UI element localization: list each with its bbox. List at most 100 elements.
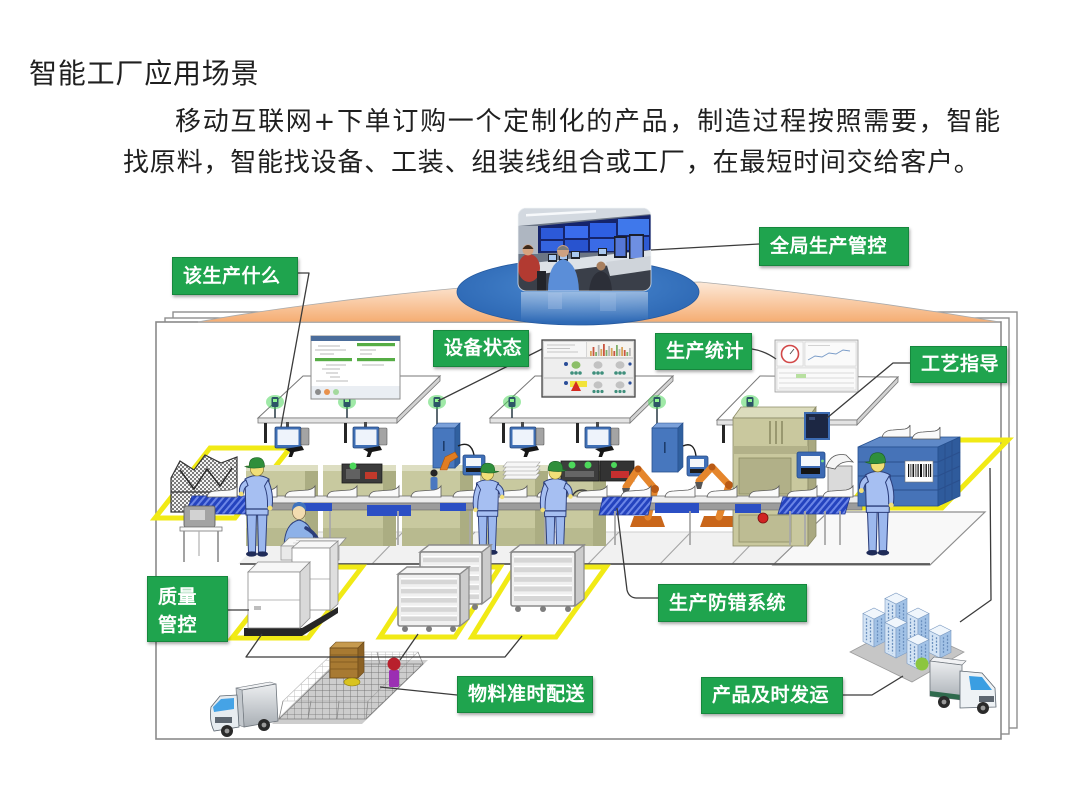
connector-material-delivery — [379, 686, 458, 696]
barcode-bar — [928, 464, 929, 477]
truck-windshield — [213, 698, 234, 712]
dashboard-screen-equipment-status — [541, 339, 636, 398]
indicator-dot — [622, 389, 626, 394]
callout-equipment-status: 设备状态 — [433, 330, 529, 367]
material-storage-area — [272, 641, 428, 724]
status-chart-bar — [608, 346, 610, 356]
tray-carrier — [367, 505, 411, 516]
building-roof — [884, 592, 908, 605]
hanging-rod — [344, 423, 347, 443]
machine-indicators — [592, 389, 626, 394]
status-chart-bar — [595, 352, 597, 356]
cabinet-handle — [443, 441, 445, 451]
robot-gripper — [695, 482, 703, 489]
shoe-tray — [284, 484, 316, 498]
building-right-face — [873, 613, 886, 648]
connector-process-guidance — [826, 362, 910, 419]
control-room-photo — [518, 208, 651, 291]
control-box-screen — [690, 459, 704, 467]
overhead-sensor-5 — [648, 395, 666, 424]
control-box-2 — [686, 455, 709, 477]
box-side — [329, 540, 339, 612]
tray-carrier — [655, 503, 699, 513]
hanging-monitor-4 — [584, 422, 620, 457]
barcode-bar — [912, 464, 915, 477]
robot-joint — [725, 481, 733, 489]
machine-roof — [732, 406, 817, 419]
sensor-light — [345, 399, 349, 402]
operator-dark-shirt — [589, 271, 612, 291]
screen-status-bar — [357, 343, 395, 347]
distant-worker-body — [430, 477, 438, 490]
status-chart-bar — [629, 348, 631, 356]
subtitle-line-1: 移动互联网+下单订购一个定制化的产品，制造过程按照需要，智能 — [175, 107, 1002, 137]
machine-status-row-2 — [564, 381, 632, 394]
table-rows — [779, 372, 854, 389]
rack-upright — [336, 700, 340, 720]
box-side — [299, 561, 311, 629]
status-chart-bar — [610, 348, 613, 356]
screen-button-bar — [311, 386, 400, 399]
crate-side — [357, 641, 365, 679]
photo-ceiling — [518, 208, 651, 226]
zone-cart-right — [467, 564, 611, 640]
desk-monitor-screen — [615, 238, 626, 256]
barcode-bar — [929, 464, 932, 477]
cart-wheel — [565, 606, 571, 612]
emergency-stop-button — [757, 512, 769, 524]
machine-vent-grooves — [769, 421, 783, 444]
indicator-dot — [600, 371, 604, 375]
workstation-base — [402, 528, 460, 546]
indicator-dot — [574, 371, 578, 375]
truck-cargo-stripe — [930, 691, 962, 700]
truck-wheel-hub — [224, 728, 230, 734]
indicator-dot — [596, 371, 600, 375]
status-light-green — [568, 461, 576, 469]
video-wall-screen — [618, 219, 649, 235]
rack-upright — [365, 700, 369, 720]
barcode-bar — [920, 464, 922, 477]
hanging-rod — [722, 425, 725, 443]
machine-icon-idle — [593, 361, 603, 369]
rfid-reader — [610, 427, 620, 446]
cart-top-rail — [395, 566, 472, 575]
sensor-light — [273, 399, 277, 402]
cart-shelf-tray — [401, 605, 457, 612]
cart-shelf-highlight — [423, 556, 479, 558]
rack-upright — [307, 700, 312, 720]
photo-reflection — [521, 292, 648, 322]
cart-shelf-highlight — [401, 587, 457, 589]
hanging-monitor-2 — [352, 422, 388, 457]
control-box-keypad — [466, 468, 481, 472]
indicator-dot — [618, 389, 622, 394]
building-roof — [884, 616, 908, 629]
shoe-tray — [706, 484, 738, 498]
callout-process-guidance: 工艺指导 — [910, 346, 1007, 383]
rack-upright — [278, 700, 284, 720]
cart-shelf-highlight — [423, 565, 479, 567]
hanging-monitors — [274, 422, 620, 457]
row-marker — [564, 362, 568, 366]
building-roof — [862, 607, 886, 620]
status-light-green — [584, 461, 592, 469]
operator-hair — [522, 245, 534, 249]
cart-shelf-highlight — [401, 578, 457, 580]
quality-inspection-pallet — [244, 540, 340, 636]
truck-wheel-hub — [941, 699, 947, 705]
station-equipment — [341, 460, 635, 504]
cart-shelf-highlight — [514, 575, 572, 577]
cart-shelf-tray — [401, 596, 457, 603]
delivery-truck-left — [210, 681, 279, 737]
gantry-front — [489, 417, 631, 424]
operator-hair — [292, 502, 307, 511]
photo-ceiling-light — [526, 210, 596, 217]
status-chart-bar — [613, 351, 616, 356]
indicator-dot — [614, 371, 618, 375]
barcode-bar — [917, 464, 919, 477]
machine-icon-idle — [615, 361, 625, 369]
machine-status-row-1 — [564, 361, 632, 375]
building-roof — [906, 633, 930, 646]
status-chart-bar — [590, 351, 592, 356]
callout-quality-control-line-2: 管控 — [158, 614, 198, 636]
